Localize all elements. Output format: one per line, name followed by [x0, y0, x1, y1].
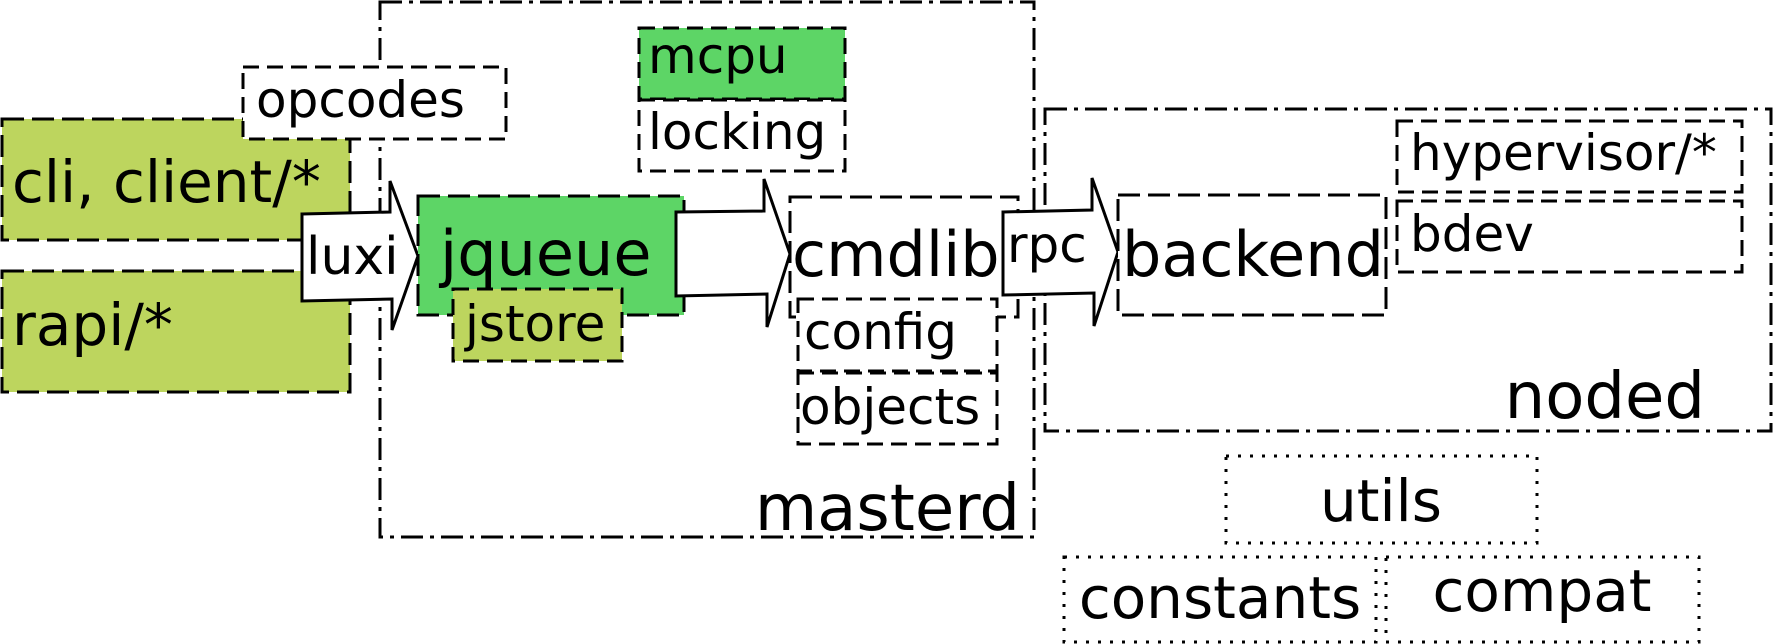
noded-label: noded: [1505, 360, 1705, 434]
bdev-label: bdev: [1410, 205, 1534, 263]
constants-label: constants: [1079, 564, 1361, 632]
mcpu-label: mcpu: [648, 27, 788, 85]
compat-module: compat: [1384, 555, 1701, 644]
constants-module: constants: [1062, 555, 1378, 644]
mcpu-module: mcpu: [637, 26, 847, 101]
hypervisor-box: [1395, 119, 1744, 194]
objects-label: objects: [800, 378, 980, 436]
cmdlib-label: cmdlib: [792, 218, 1000, 291]
opcodes-label: opcodes: [256, 71, 465, 129]
backend-box: [1116, 193, 1388, 317]
rpc-arrow: rpc: [1001, 177, 1120, 327]
objects-box: [796, 371, 999, 446]
rapi-module: rapi/*: [0, 269, 352, 394]
luxi-arrow-shape: [300, 180, 420, 331]
mcpu-box: [637, 26, 847, 101]
config-label: config: [804, 303, 957, 361]
utils-label: utils: [1320, 467, 1442, 535]
luxi-arrow: luxi: [300, 180, 420, 331]
rpc-arrow-shape: [1001, 177, 1120, 327]
locking-box: [637, 98, 847, 173]
objects-module: objects: [796, 371, 999, 446]
hypervisor-label: hypervisor/*: [1410, 124, 1717, 182]
backend-module: backend: [1116, 193, 1388, 317]
utils-box: [1224, 454, 1539, 545]
utils-module: utils: [1224, 454, 1539, 545]
cli-client-label: cli, client/*: [12, 148, 321, 216]
config-module: config: [796, 297, 999, 373]
opcodes-module: opcodes: [241, 65, 508, 141]
compat-label: compat: [1433, 557, 1652, 625]
cli-client-box: [0, 117, 352, 242]
masterd-label: masterd: [755, 472, 1020, 546]
rapi-box: [0, 269, 352, 394]
backend-label: backend: [1122, 218, 1384, 291]
jstore-box: [451, 287, 624, 363]
cli-client-module: cli, client/*: [0, 117, 352, 242]
rapi-label: rapi/*: [12, 291, 173, 359]
constants-box: [1062, 555, 1378, 644]
jqueue-cmdlib-arrow-shape: [674, 178, 792, 328]
cmdlib-module: cmdlib: [788, 195, 1020, 319]
luxi-label: luxi: [306, 227, 399, 287]
jstore-module: jstore: [451, 287, 624, 363]
bdev-box: [1395, 199, 1744, 274]
locking-module: locking: [637, 98, 847, 173]
locking-label: locking: [648, 103, 826, 161]
bdev-module: bdev: [1395, 199, 1744, 274]
config-box: [796, 297, 999, 373]
jstore-label: jstore: [464, 295, 605, 353]
jqueue-label: jqueue: [438, 217, 651, 290]
opcodes-box: [241, 65, 508, 141]
rpc-label: rpc: [1007, 216, 1087, 274]
compat-box: [1384, 555, 1701, 644]
jqueue-cmdlib-arrow: [674, 178, 792, 328]
hypervisor-module: hypervisor/*: [1395, 119, 1744, 194]
